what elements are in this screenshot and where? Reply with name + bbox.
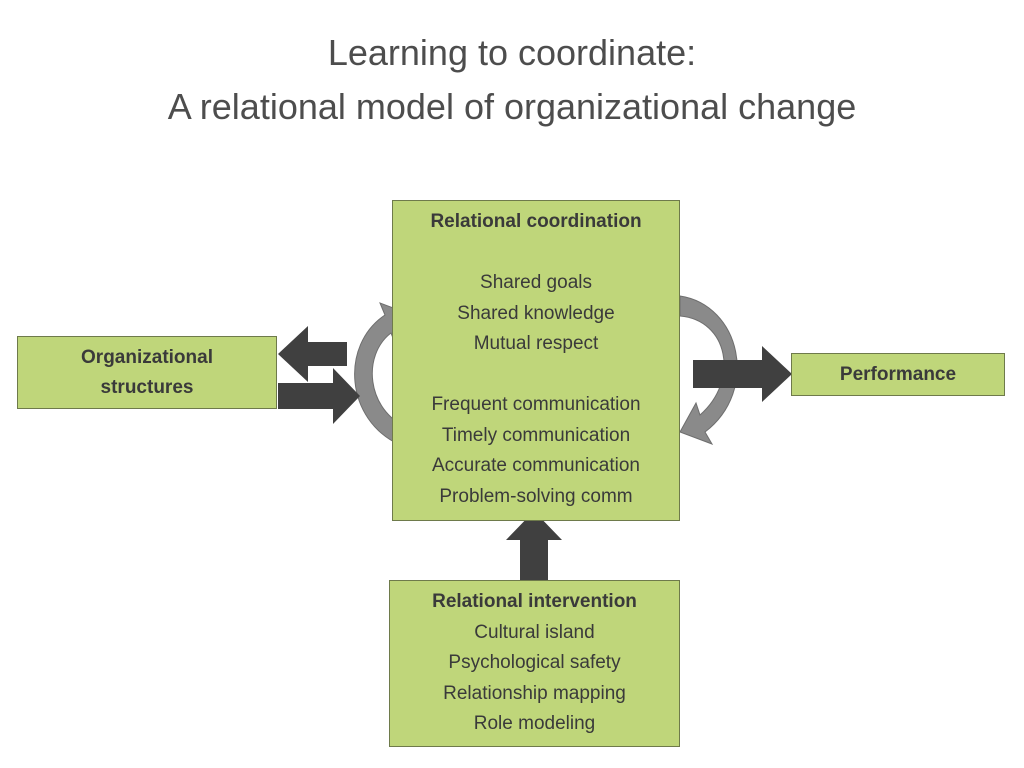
arrow-to-structures xyxy=(278,326,347,382)
title-line-2: A relational model of organizational cha… xyxy=(167,86,857,127)
title-line-1: Learning to coordinate: xyxy=(327,32,697,73)
bottom-item: Role modeling xyxy=(473,713,596,734)
center-heading: Relational coordination xyxy=(430,211,642,232)
curved-arrow-right xyxy=(679,295,738,445)
arrow-from-structures xyxy=(278,368,360,424)
center-item: Timely communication xyxy=(441,424,631,446)
arrow-to-performance xyxy=(693,346,792,402)
left-box-line: structures xyxy=(100,377,194,398)
center-item: Shared goals xyxy=(480,272,592,293)
center-item: Mutual respect xyxy=(473,333,599,354)
performance-box: Performance xyxy=(791,353,1005,396)
bottom-item: Cultural island xyxy=(474,621,595,643)
bottom-item: Psychological safety xyxy=(448,652,621,673)
arrow-up-to-coordination xyxy=(506,511,562,580)
slide-title: Learning to coordinate: A relational mod… xyxy=(0,26,1024,134)
bottom-item: Relationship mapping xyxy=(443,682,626,704)
performance-label: Performance xyxy=(839,364,957,385)
left-box-line: Organizational xyxy=(81,347,213,368)
relational-intervention-box: Relational intervention Cultural island … xyxy=(389,580,680,747)
center-item: Accurate communication xyxy=(431,455,641,476)
bottom-heading: Relational intervention xyxy=(432,591,637,612)
center-item: Frequent communication xyxy=(431,394,641,415)
center-item: Problem-solving comm xyxy=(439,485,633,507)
organizational-structures-box: Organizational structures xyxy=(17,336,277,409)
center-item: Shared knowledge xyxy=(457,302,615,324)
relational-coordination-box: Relational coordination Shared goals Sha… xyxy=(392,200,680,521)
